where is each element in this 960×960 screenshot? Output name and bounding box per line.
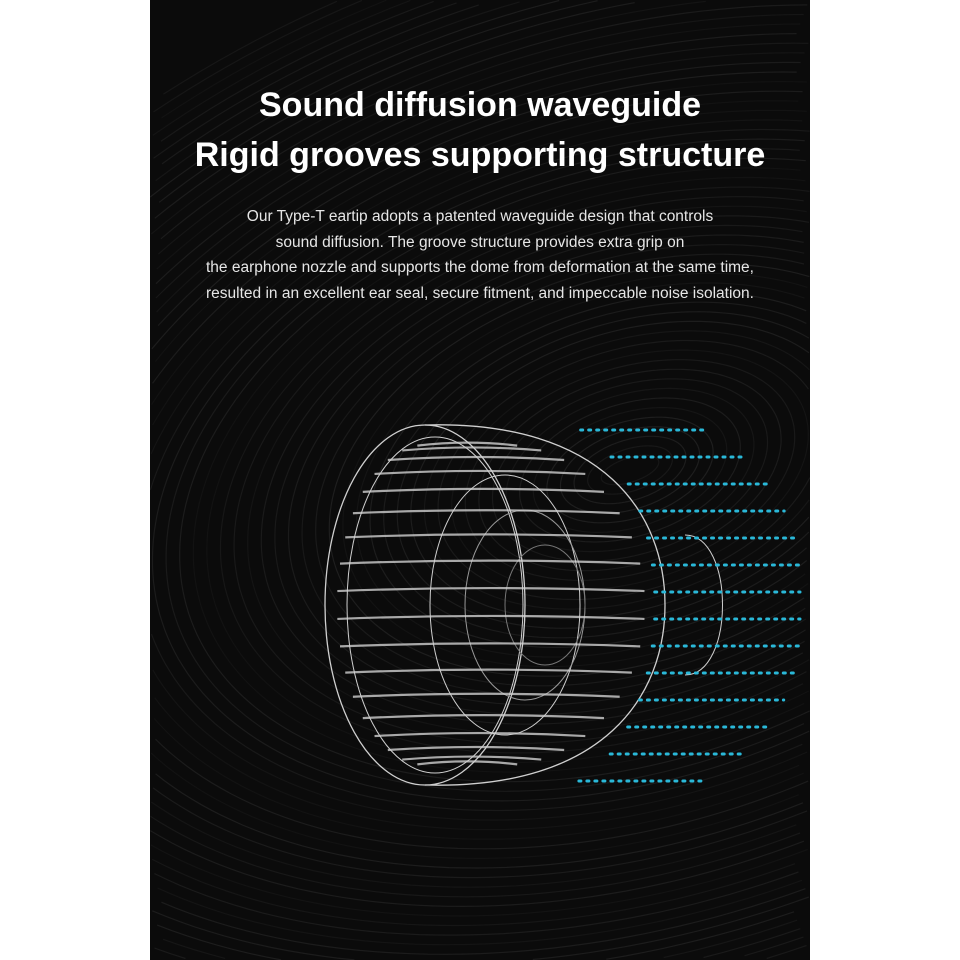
- groove: [345, 534, 632, 537]
- swirl-line: [163, 939, 225, 958]
- groove: [388, 747, 564, 750]
- eartip-dome: [425, 425, 665, 785]
- groove: [417, 443, 517, 446]
- groove: [353, 510, 620, 513]
- groove: [337, 616, 644, 619]
- description-line: resulted in an excellent ear seal, secur…: [150, 281, 810, 307]
- eartip-inner-rim: [347, 437, 523, 773]
- groove: [363, 715, 604, 718]
- groove: [375, 733, 586, 736]
- groove: [340, 561, 640, 564]
- groove: [353, 694, 620, 697]
- swirl-line: [155, 948, 186, 958]
- description-line: the earphone nozzle and supports the dom…: [150, 255, 810, 281]
- eartip-illustration: [150, 380, 810, 820]
- eartip-outer-rim: [325, 425, 525, 785]
- nozzle-tip: [685, 535, 723, 675]
- nozzle-core: [505, 545, 585, 665]
- swirl-line: [151, 845, 808, 916]
- groove: [417, 761, 517, 764]
- description-line: sound diffusion. The groove structure pr…: [150, 230, 810, 256]
- groove: [388, 457, 564, 460]
- groove: [337, 588, 644, 591]
- groove: [340, 643, 640, 646]
- groove: [345, 670, 632, 673]
- groove: [375, 471, 586, 474]
- groove: [402, 447, 541, 450]
- page-title: Sound diffusion waveguide Rigid grooves …: [150, 80, 810, 180]
- description: Our Type-T eartip adopts a patented wave…: [150, 204, 810, 307]
- swirl-line: [157, 925, 281, 960]
- swirl-line: [150, 816, 800, 897]
- product-banner: Sound diffusion waveguide Rigid grooves …: [150, 0, 810, 960]
- swirl-line: [664, 920, 797, 957]
- title-line-1: Sound diffusion waveguide: [150, 80, 810, 130]
- swirl-line: [745, 937, 804, 956]
- description-line: Our Type-T eartip adopts a patented wave…: [150, 204, 810, 230]
- title-line-2: Rigid grooves supporting structure: [150, 130, 810, 180]
- groove: [363, 489, 604, 492]
